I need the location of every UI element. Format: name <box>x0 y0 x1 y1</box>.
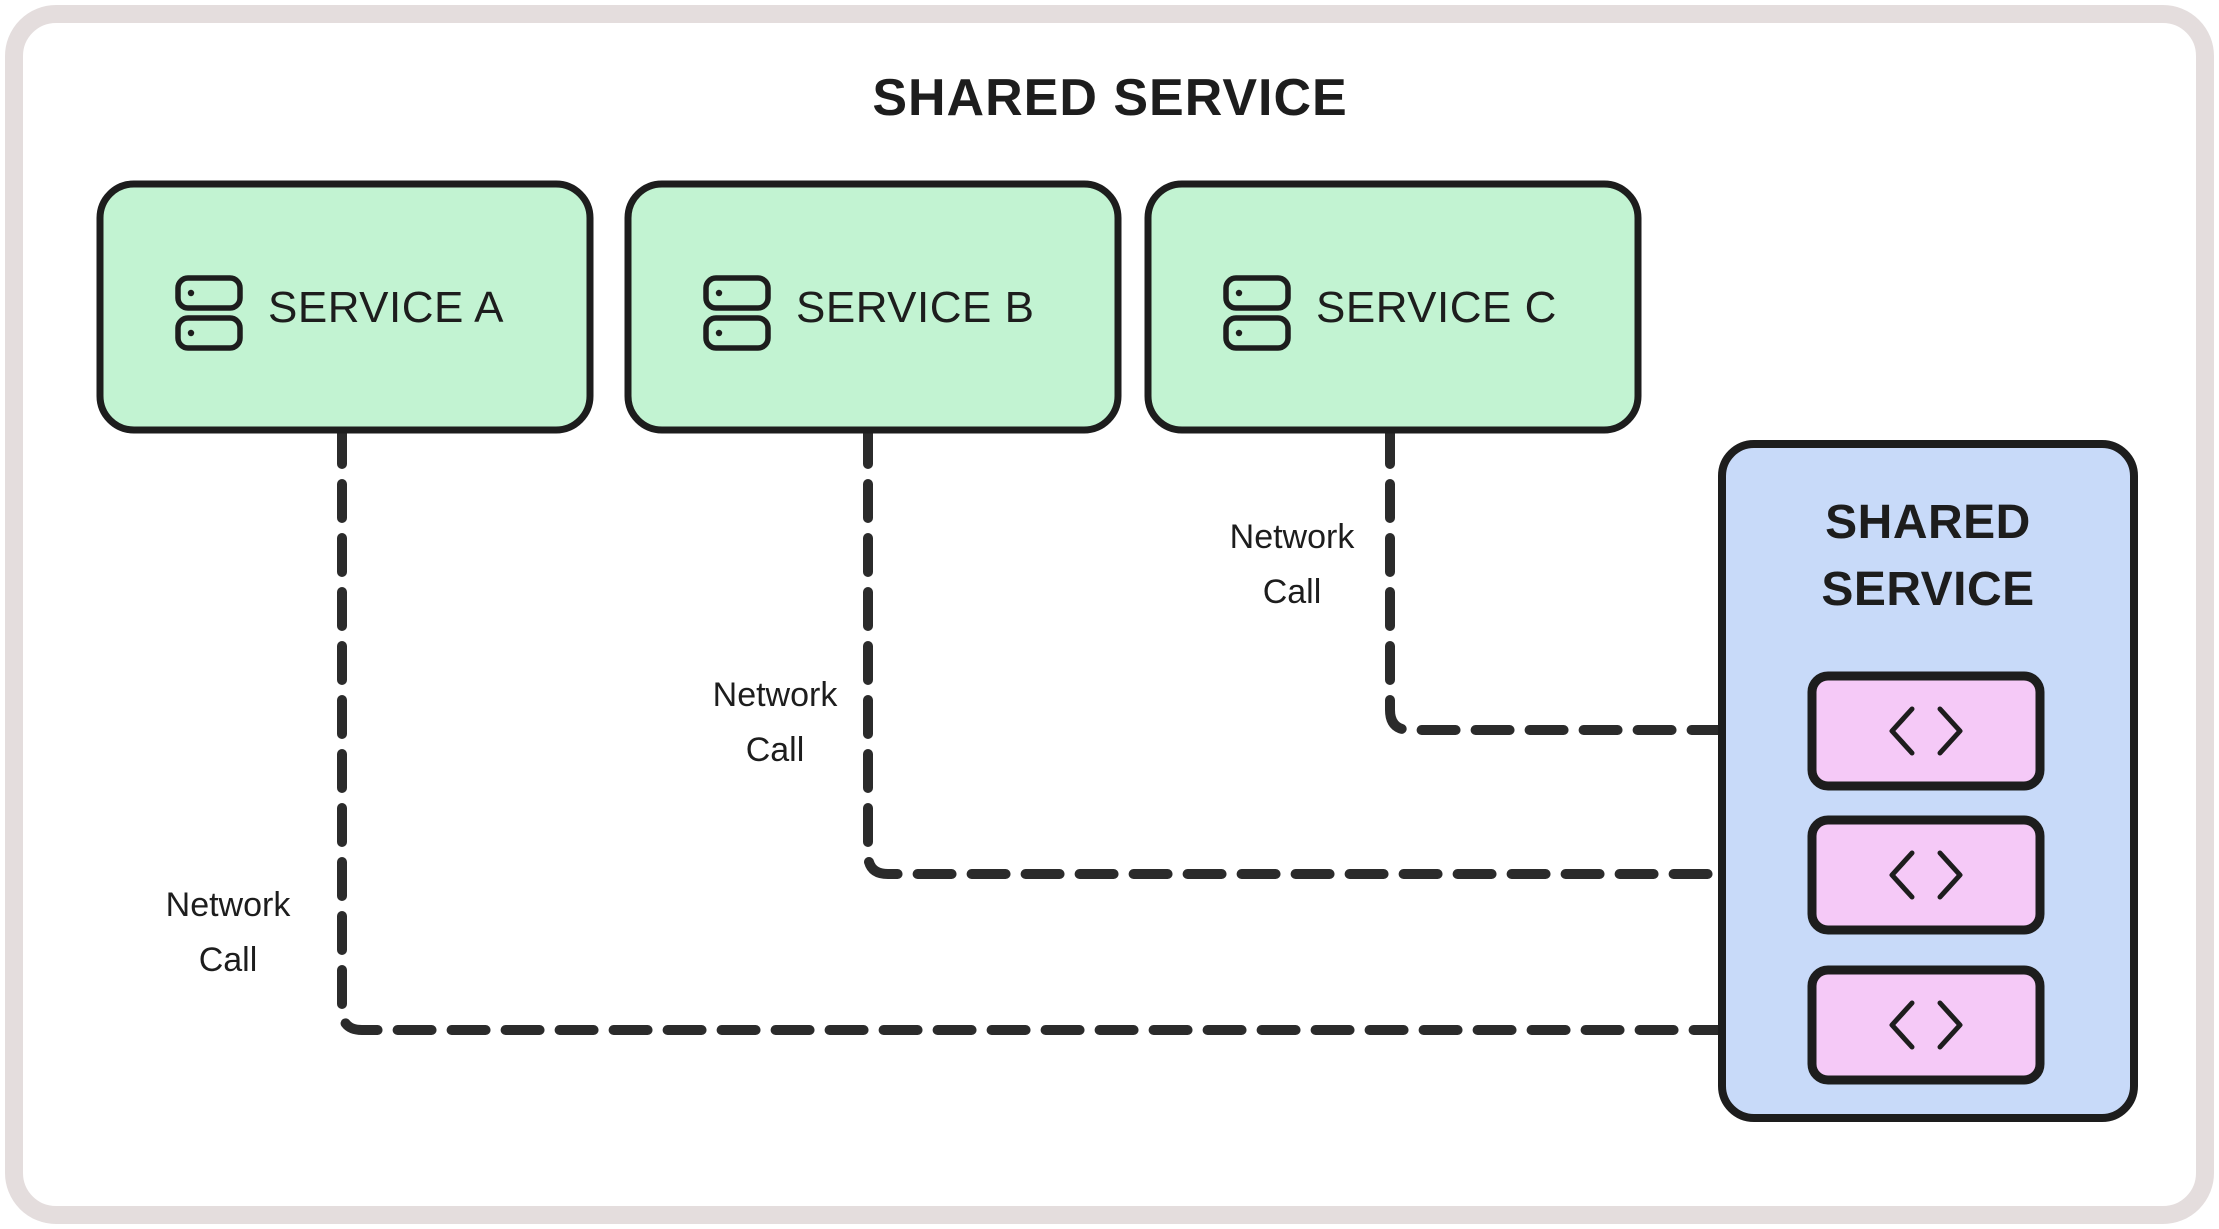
service-b-label: SERVICE B <box>796 283 1034 332</box>
connector-label-a: Network Call <box>166 886 292 979</box>
shared-service-panel[interactable]: SHARED SERVICE <box>1718 440 2138 1122</box>
server-icon <box>175 275 243 351</box>
service-c-label: SERVICE C <box>1316 283 1557 332</box>
code-brackets-icon <box>1889 1000 1963 1050</box>
diagram-title: SHARED SERVICE <box>872 69 1347 127</box>
service-box-b[interactable]: SERVICE B <box>624 180 1122 434</box>
connector-label-b: Network Call <box>713 676 839 769</box>
endpoint-3[interactable] <box>1807 965 2045 1085</box>
endpoint-2[interactable] <box>1807 815 2045 935</box>
panel-title-line1: SHARED <box>1825 496 2031 549</box>
service-a-rect[interactable] <box>96 180 594 434</box>
code-brackets-icon <box>1889 706 1963 756</box>
endpoint-2-rect[interactable] <box>1807 815 2045 935</box>
code-brackets-icon <box>1889 850 1963 900</box>
server-icon <box>703 275 771 351</box>
connector-path-c <box>1385 425 1773 735</box>
connector-path-a <box>337 425 1773 1035</box>
panel-title-line2: SERVICE <box>1821 563 2034 616</box>
connector-path-b <box>863 425 1773 879</box>
service-c-rect[interactable] <box>1144 180 1642 434</box>
endpoint-1-rect[interactable] <box>1807 671 2045 791</box>
server-icon <box>1223 275 1291 351</box>
service-a-label: SERVICE A <box>268 283 504 332</box>
connector-label-c: Network Call <box>1230 518 1356 611</box>
connector-label-b-line2: Call <box>746 731 805 769</box>
endpoint-1[interactable] <box>1807 671 2045 791</box>
connector-label-a-line1: Network <box>166 886 292 924</box>
connector-label-b-line1: Network <box>713 676 839 714</box>
connector-label-c-line1: Network <box>1230 518 1356 556</box>
service-box-a[interactable]: SERVICE A <box>96 180 594 434</box>
endpoint-3-rect[interactable] <box>1807 965 2045 1085</box>
connector-label-c-line2: Call <box>1263 573 1322 611</box>
service-box-c[interactable]: SERVICE C <box>1144 180 1642 434</box>
connector-label-a-line2: Call <box>199 941 258 979</box>
service-b-rect[interactable] <box>624 180 1122 434</box>
